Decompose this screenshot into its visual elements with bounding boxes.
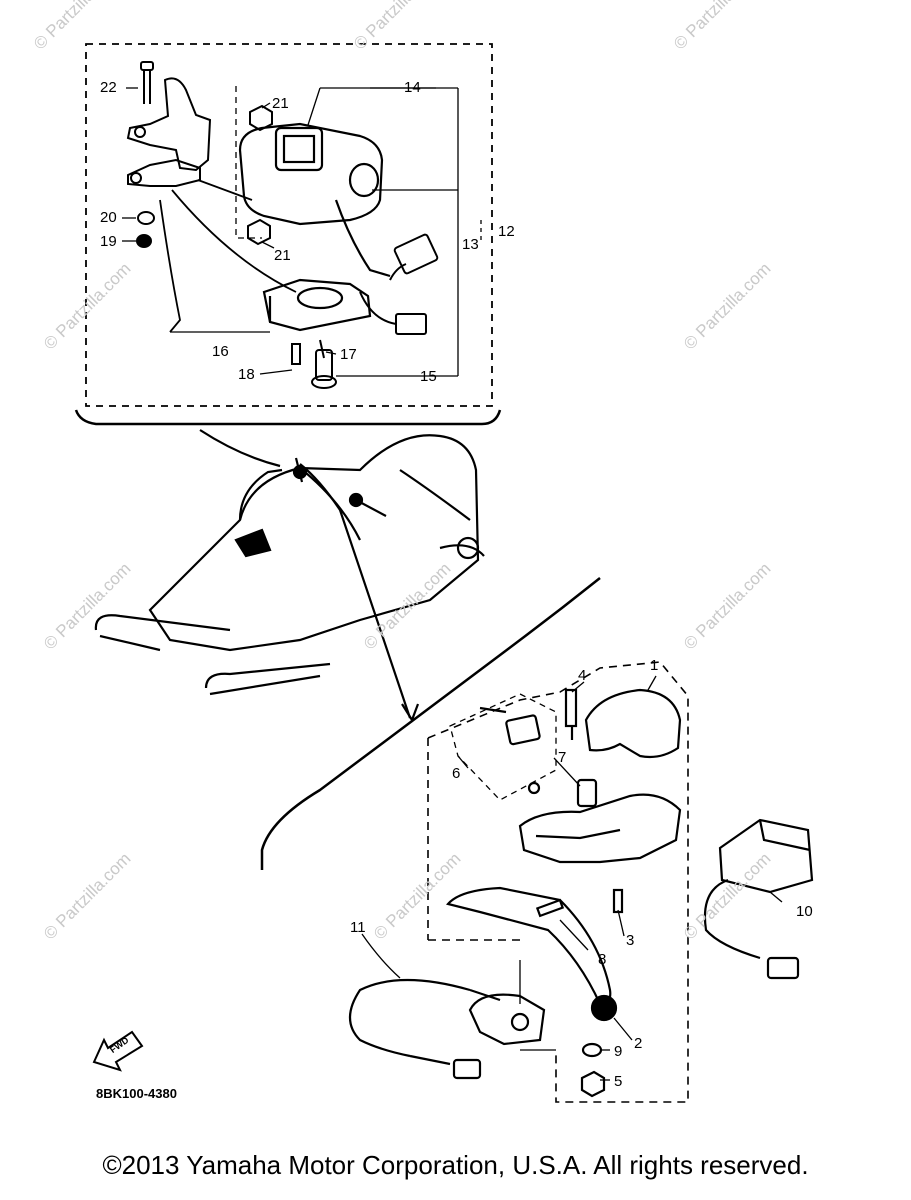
line-14-down bbox=[307, 87, 321, 126]
callout-8: 8 bbox=[598, 951, 607, 968]
switch-base-shape bbox=[262, 278, 372, 332]
callout-21: 21 bbox=[272, 95, 289, 112]
group-6-frame bbox=[449, 693, 557, 801]
washer-20-shape bbox=[137, 211, 155, 225]
upper-inset-frame bbox=[85, 43, 493, 407]
callout-17: 17 bbox=[340, 346, 357, 363]
inset-curve bbox=[74, 409, 502, 426]
callout-4: 4 bbox=[578, 667, 587, 684]
snowmobile-shape bbox=[94, 434, 485, 696]
lower-leader-lines bbox=[361, 675, 783, 1081]
upper-leader-lines bbox=[122, 87, 440, 377]
bracket-21 bbox=[235, 86, 262, 239]
callout-7: 7 bbox=[558, 749, 567, 766]
callout-12: 12 bbox=[498, 223, 515, 240]
drawing-code: 8BK100-4380 bbox=[96, 1086, 177, 1101]
part-10-shape bbox=[703, 818, 814, 980]
callout-21-lower: 21 bbox=[274, 247, 291, 264]
callout-20: 20 bbox=[100, 209, 117, 226]
callout-18: 18 bbox=[238, 366, 255, 383]
callout-5: 5 bbox=[614, 1073, 623, 1090]
wire-lines bbox=[159, 179, 297, 333]
callout-1: 1 bbox=[650, 657, 659, 674]
lower-frame bbox=[427, 661, 689, 1103]
separator-curve bbox=[260, 577, 601, 870]
copyright-notice: ©2013 Yamaha Motor Corporation, U.S.A. A… bbox=[102, 1150, 809, 1180]
fwd-arrow-shape bbox=[92, 1030, 144, 1072]
connector-shapes bbox=[359, 233, 439, 335]
mount-bracket-shape bbox=[126, 77, 212, 187]
bolt-22-shape bbox=[140, 61, 154, 104]
switch-housing-shape bbox=[238, 122, 391, 278]
screw-shapes bbox=[291, 339, 337, 389]
callout-2: 2 bbox=[634, 1035, 643, 1052]
callout-13: 13 bbox=[462, 236, 479, 253]
part-11-shape bbox=[348, 978, 546, 1080]
cable-lines bbox=[199, 429, 420, 723]
callout-19: 19 bbox=[100, 233, 117, 250]
callout-16: 16 bbox=[212, 343, 229, 360]
callout-3: 3 bbox=[626, 932, 635, 949]
callout-6: 6 bbox=[452, 765, 461, 782]
parts-diagram bbox=[74, 43, 814, 1103]
cover-1-shape bbox=[584, 688, 682, 759]
nut-21-shapes bbox=[247, 104, 273, 246]
callout-22: 22 bbox=[100, 79, 117, 96]
callout-11: 11 bbox=[350, 919, 366, 936]
callout-14: 14 bbox=[404, 79, 421, 96]
callout-15: 15 bbox=[420, 368, 437, 385]
nut-19-shape bbox=[136, 234, 152, 248]
lever-2-shape bbox=[446, 886, 612, 1006]
callout-10: 10 bbox=[796, 903, 813, 920]
callout-9: 9 bbox=[614, 1043, 623, 1060]
